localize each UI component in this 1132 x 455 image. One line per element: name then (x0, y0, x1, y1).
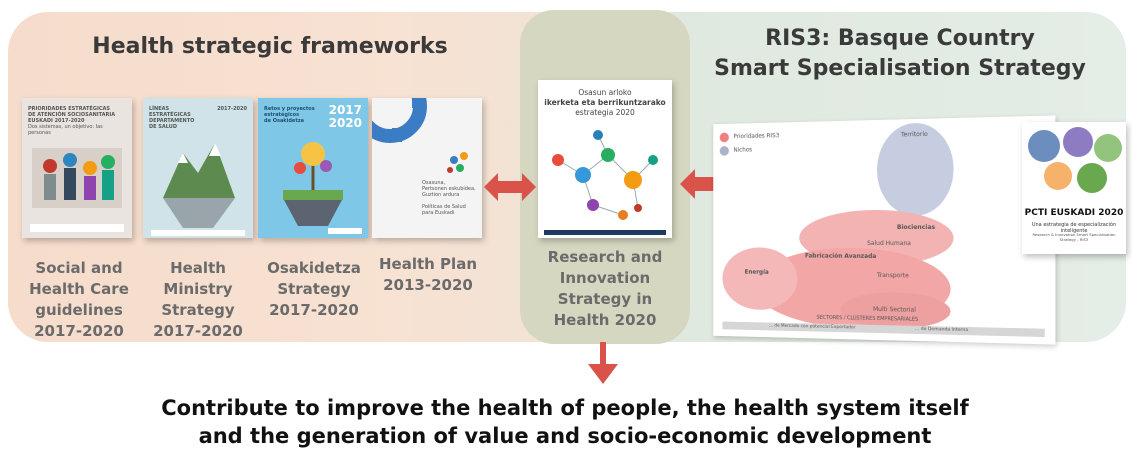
social-health-care-cover: PRIORIDADES ESTRATÉGICAS DE ATENCIÓN SOC… (22, 98, 132, 238)
cover-text-line: Retos y proyectos (264, 106, 315, 112)
cover-text-line: estrategia 2020 (575, 108, 635, 117)
ris3-title-line-2: Smart Specialisation Strategy (714, 56, 1086, 81)
ris3-priorities-diagram: Prioridades RIS3 Nichos Territorio Bioci… (713, 115, 1056, 345)
conclusion-text: Contribute to improve the health of peop… (60, 394, 1070, 450)
health-plan-caption: Health Plan 2013-2020 (372, 254, 484, 296)
cover-text-line: Guztion ardura (422, 192, 460, 198)
research-innovation-caption: Research and Innovation Strategy in Heal… (528, 247, 682, 331)
bubble-transporte: Transporte (877, 271, 909, 280)
cover-text-line: de Osakidetza (264, 118, 304, 124)
cover-text-line: DE SALUD (149, 124, 177, 130)
ris3-title: RIS3: Basque Country Smart Specialisatio… (680, 24, 1120, 84)
double-arrow-left-icon (484, 173, 536, 201)
social-health-care-caption: Social and Health Care guidelines 2017-2… (18, 258, 140, 342)
health-ministry-caption: Health Ministry Strategy 2017-2020 (134, 258, 262, 342)
cover-year-end: 2020 (328, 116, 362, 130)
bubble-territorio: Territorio (900, 130, 928, 139)
bubble-biociencias: Biociencias (896, 223, 936, 232)
research-innovation-cover: Osasun arloko ikerketa eta berrikuntzara… (538, 80, 672, 238)
caption-line: Innovation (559, 269, 651, 287)
cover-year: 2017-2020 (217, 106, 247, 112)
cover-text-line: ikerketa eta berrikuntzarako (544, 98, 666, 107)
mountain-illustration (151, 143, 245, 236)
cover-text-line: DE ATENCIÓN SOCIOSANITARIA (28, 112, 116, 118)
cover-text-line: DEPARTAMENTO (149, 118, 195, 124)
cover-text-line: Osasun arloko (578, 88, 632, 97)
caption-line: Strategy in (557, 290, 653, 308)
caption-line: 2017-2020 (269, 301, 359, 319)
people-illustration (30, 148, 124, 232)
caption-line: 2017-2020 (34, 322, 124, 340)
caption-line: 2017-2020 (153, 322, 243, 340)
pcti-cover-footer: Research & Innovation Smart Specialisati… (1032, 232, 1116, 242)
pcti-cover-title: PCTI EUSKADI 2020 (1024, 208, 1124, 218)
caption-line: Health Care (29, 280, 129, 298)
caption-line: Strategy (161, 301, 235, 319)
legend-niches: Nichos (733, 146, 753, 154)
caption-line: Health 2020 (553, 311, 657, 329)
cover-text-line: EUSKADI 2017-2020 (28, 118, 85, 124)
caption-line: Research and (547, 248, 663, 266)
cover-text-line: Dos sistemas, un objetivo: las personas (28, 124, 103, 136)
cover-text-line: LÍNEAS (149, 106, 170, 112)
island-illustration (283, 142, 362, 234)
health-ministry-cover: LÍNEAS ESTRATÉGICAS DEPARTAMENTO DE SALU… (143, 98, 253, 238)
legend-priorities: Prioridades RIS3 (733, 132, 780, 141)
conclusion-line-2: and the generation of value and socio-ec… (198, 424, 932, 448)
pcti-euskadi-cover: PCTI EUSKADI 2020 Una estrategia de espe… (1022, 122, 1126, 254)
conclusion-line-1: Contribute to improve the health of peop… (161, 396, 969, 420)
cover-text-line: Osasuna, (422, 180, 446, 186)
gear-icon (372, 98, 468, 173)
bubble-fabricacion: Fabricación Avanzada (804, 252, 877, 260)
cover-text-line: ESTRATÉGICAS (149, 112, 191, 118)
photo-collage (1028, 127, 1122, 193)
bubble-energia: Energía (744, 268, 769, 276)
cover-text-line: Pertsonen eskubidea, (422, 186, 476, 192)
caption-line: Osakidetza (267, 259, 361, 277)
cover-year-start: 2017 (328, 103, 362, 117)
bubble-salud-humana: Salud Humana (867, 239, 911, 248)
down-arrow-icon (588, 342, 618, 384)
cover-text-line: PRIORIDADES ESTRATÉGICAS (28, 106, 110, 112)
cover-text-line: estratégicos (264, 112, 300, 118)
health-plan-cover: Osasuna, Pertsonen eskubidea, Guztion ar… (372, 98, 482, 238)
bubble-multi-sectorial: Multi Sectorial (873, 305, 916, 314)
molecule-network-illustration (544, 130, 666, 235)
caption-line: Health Plan (379, 255, 477, 273)
caption-line: Strategy (277, 280, 351, 298)
caption-line: Social and (35, 259, 123, 277)
caption-line: 2013-2020 (383, 276, 473, 294)
ris3-title-line-1: RIS3: Basque Country (765, 26, 1035, 51)
health-frameworks-title: Health strategic frameworks (92, 34, 448, 59)
osakidetza-cover: Retos y proyectos estratégicos de Osakid… (258, 98, 368, 238)
caption-line: guidelines (35, 301, 123, 319)
osakidetza-caption: Osakidetza Strategy 2017-2020 (258, 258, 370, 321)
ris3-bubbles-chart (719, 122, 1045, 338)
caption-line: Health Ministry (163, 259, 233, 298)
cover-text-line: Políticas de Salud para Euskadi (422, 204, 466, 216)
pcti-cover-subtitle: Una estrategia de especialización inteli… (1031, 222, 1117, 234)
